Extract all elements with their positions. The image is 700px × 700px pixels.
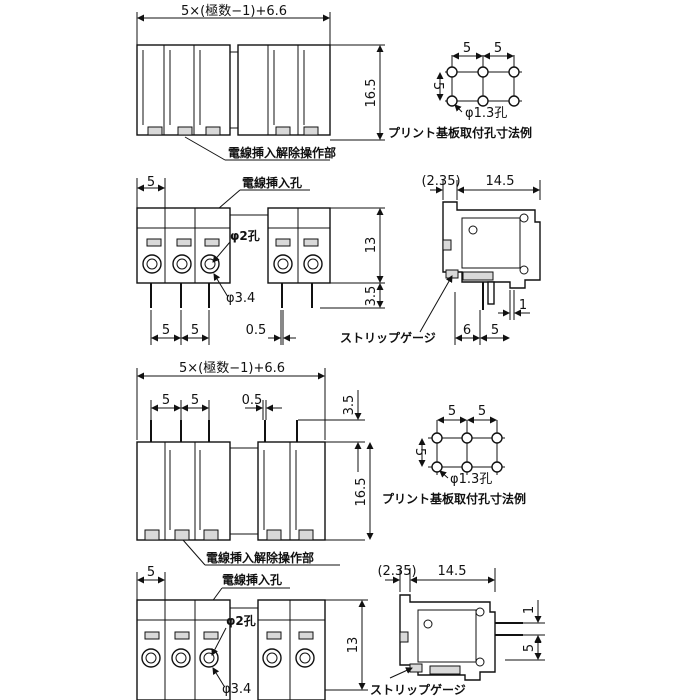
top-width-label: 5×(極数−1)+6.6 (181, 3, 287, 19)
side-2-35: (2.35) (421, 174, 460, 189)
insert-label: 電線挿入孔 (242, 175, 302, 190)
grid-5-h2: 5 (494, 41, 502, 56)
b-pitch-5-2: 5 (191, 393, 199, 408)
b-grid-5-h1: 5 (448, 404, 456, 419)
b-side-1: 1 (522, 606, 537, 614)
grid-5-v: 5 (430, 82, 445, 90)
pin-3-4-label: φ3.4 (226, 291, 255, 306)
top-width-dimension: 5×(極数−1)+6.6 (136, 3, 331, 45)
front-pitch-5: 5 (147, 175, 155, 190)
b-pin-3-4-label: φ3.4 (222, 682, 251, 697)
pcb-hole-pattern-b: 5 5 5 φ1.3孔 プリント基板取付孔寸法例 (382, 404, 526, 506)
b-strip-gauge-label: ストリップゲージ (370, 682, 466, 697)
front-view: 5 φ2孔 φ3.4 (136, 175, 385, 345)
b-side-14-5: 14.5 (438, 564, 467, 579)
b-grid-5-v: 5 (412, 448, 427, 456)
height-16-5-dimension: 16.5 (330, 44, 385, 141)
pin-len-3-5: 3.5 (364, 286, 379, 307)
top-width-dimension-b: 5×(極数−1)+6.6 5 5 0.5 (136, 360, 326, 440)
side-1: 1 (519, 298, 527, 313)
side-view: (2.35) 14.5 1 6 5 ストリップゲージ (340, 174, 541, 345)
b-pin-thk-0-5: 0.5 (242, 393, 263, 408)
front-view-b: 5 φ2孔 φ3.4 13 (136, 565, 368, 700)
front-bottom-5-2: 5 (191, 323, 199, 338)
b-front-pitch-5: 5 (147, 565, 155, 580)
b-side-5: 5 (522, 644, 537, 652)
side-14-5: 14.5 (486, 174, 515, 189)
b-insert-label: 電線挿入孔 (222, 572, 282, 587)
b-pitch-5-1: 5 (162, 393, 170, 408)
section-a: 5×(極数−1)+6.6 (136, 3, 541, 345)
b-grid-5-h2: 5 (478, 404, 486, 419)
grid-5-h1: 5 (463, 41, 471, 56)
strip-gauge-label: ストリップゲージ (340, 330, 436, 345)
b-hole-1-3-label: φ1.3孔 (450, 472, 492, 487)
b-front-height-13: 13 (346, 637, 361, 654)
side-view-b: (2.35) 14.5 1 5 ストリップゲージ (370, 564, 545, 697)
pcb-hole-pattern: 5 5 5 φ1.3孔 プリント基板取付孔寸法例 (388, 41, 532, 140)
section-b: 5×(極数−1)+6.6 5 5 0.5 (136, 360, 545, 700)
hole-1-3-label: φ1.3孔 (465, 106, 507, 121)
hole-2-label: φ2孔 (230, 229, 260, 243)
top-view-body-b (136, 441, 326, 541)
front-bottom-5-1: 5 (162, 323, 170, 338)
side-5: 5 (491, 323, 499, 338)
b-pcb-caption: プリント基板取付孔寸法例 (382, 491, 526, 506)
b-side-2-35: (2.35) (377, 564, 416, 579)
pin-thk-0-5: 0.5 (246, 323, 267, 338)
pcb-caption: プリント基板取付孔寸法例 (388, 125, 532, 140)
height-16-5-label: 16.5 (364, 79, 379, 108)
b-callouts: 電線挿入解除操作部 電線挿入孔 (182, 539, 340, 641)
top-view-body (136, 44, 331, 136)
b-pin-len-3-5: 3.5 (342, 395, 357, 416)
b-vertical-dims: 3.5 16.5 (298, 390, 374, 541)
b-hole-2-label: φ2孔 (226, 614, 256, 628)
top-width-label-b: 5×(極数−1)+6.6 (179, 360, 285, 376)
callouts: 電線挿入解除操作部 電線挿入孔 (181, 136, 336, 241)
b-height-16-5: 16.5 (354, 478, 369, 507)
front-height-13: 13 (364, 237, 379, 254)
side-6: 6 (463, 323, 471, 338)
b-release-label: 電線挿入解除操作部 (206, 550, 314, 565)
release-label: 電線挿入解除操作部 (228, 145, 336, 160)
